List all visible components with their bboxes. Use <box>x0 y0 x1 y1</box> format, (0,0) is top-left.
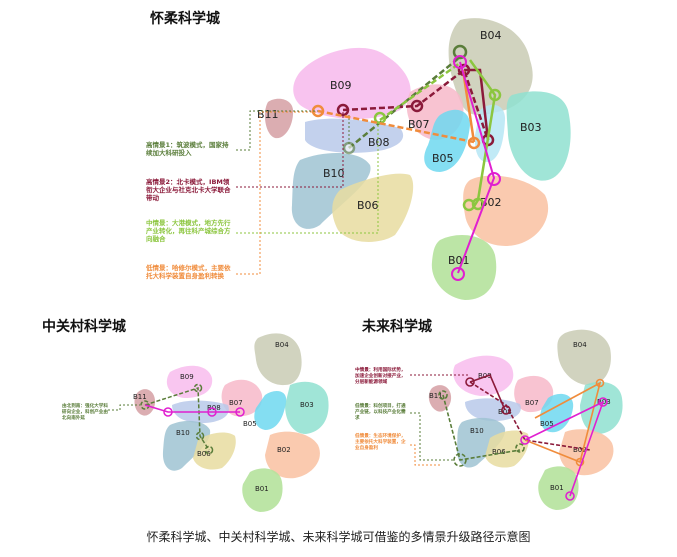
wl-label-b07: B07 <box>525 399 539 407</box>
huairou-note-mid: 中情景：大港模式，地方先行产业转化，再往科产城综合方向融合 <box>146 219 231 243</box>
zgc-zone-b02 <box>265 431 320 479</box>
wl-zone-b07 <box>514 375 554 413</box>
zgc-label-b05: B05 <box>243 420 257 428</box>
zone-b03 <box>506 91 571 181</box>
huairou-title: 怀柔科学城 <box>150 11 220 27</box>
wl-label-b06: B06 <box>492 448 506 456</box>
zgc-label-b01: B01 <box>255 485 269 493</box>
zgc-zone-b05 <box>254 390 287 430</box>
zgc-label-b03: B03 <box>300 401 314 409</box>
wl-zone-b10 <box>456 417 506 468</box>
label-b05: B05 <box>432 152 454 165</box>
wl-label-b03: B03 <box>597 398 611 406</box>
wl-zone-b04 <box>557 329 611 386</box>
zgc-path-magenta <box>144 404 245 417</box>
zgc-zone-b09 <box>166 365 213 398</box>
zgc-label-b07: B07 <box>229 399 243 407</box>
zone-b04 <box>448 18 533 115</box>
label-b01: B01 <box>448 254 470 267</box>
zgc-zone-b03 <box>285 381 329 434</box>
zgc-leader-line <box>108 404 140 411</box>
path-dark-green <box>342 44 468 155</box>
wl-label-b08: B08 <box>498 408 512 416</box>
leader-lines <box>236 110 379 275</box>
zhongguancun-map: B04 B09 B11 B08 B07 B03 B05 B10 B06 B02 … <box>108 333 329 512</box>
label-b10: B10 <box>323 167 345 180</box>
wl-label-b02: B02 <box>573 446 587 454</box>
wl-label-b05: B05 <box>540 420 554 428</box>
label-b09: B09 <box>330 79 352 92</box>
wl-label-b11: B11 <box>429 392 443 400</box>
label-b07: B07 <box>408 118 430 131</box>
path-magenta <box>451 55 501 281</box>
wl-zone-b02 <box>559 429 614 476</box>
huairou-map: B04 B09 B11 B08 B07 B03 B05 B10 B06 B02 … <box>236 18 571 300</box>
wl-label-b10: B10 <box>470 427 484 435</box>
figure-caption: 怀柔科学城、中关村科学城、未来科学城可借鉴的多情景升级路径示意图 <box>146 530 531 544</box>
weilai-title: 未来科学城 <box>362 319 432 335</box>
label-b04: B04 <box>480 29 502 42</box>
zone-b10 <box>291 153 371 229</box>
zgc-label-b09: B09 <box>180 373 194 381</box>
huairou-note-high1: 高情景1：筑波模式，国家持续加大科研投入 <box>146 141 229 157</box>
zgc-zone-b07 <box>221 379 263 417</box>
path-crimson <box>336 63 495 147</box>
zgc-label-b04: B04 <box>275 341 289 349</box>
wl-path-crimson <box>465 373 591 451</box>
label-b03: B03 <box>520 121 542 134</box>
wl-path-orange <box>524 378 605 467</box>
wl-label-b04: B04 <box>573 341 587 349</box>
wl-label-b01: B01 <box>550 484 564 492</box>
label-b06: B06 <box>357 199 379 212</box>
zgc-zone-b01 <box>242 468 283 512</box>
weilai-note-mid: 中情景：利用国际优势，加速企业创新对接产业，分层新能源领域 <box>355 368 406 385</box>
wl-zone-b06 <box>485 430 529 468</box>
zone-b06 <box>332 173 414 242</box>
zgc-note: 由北到南：强化大学科研向企业，科创产业由北向南外延 <box>62 404 108 421</box>
huairou-note-high2: 高情景2：北卡模式，IBM领衔大企业与社克北卡大学联合带动 <box>146 178 231 202</box>
weilai-note-low1: 低情景：科创项目，打通产业链，以科技产业化需求 <box>355 404 406 421</box>
wl-path-green <box>438 390 525 467</box>
path-light-green <box>373 59 502 212</box>
zone-b08 <box>305 118 404 153</box>
wl-zone-b05 <box>540 393 574 433</box>
zgc-label-b06: B06 <box>197 450 211 458</box>
wl-path-magenta <box>520 397 608 501</box>
label-b11: B11 <box>257 108 279 121</box>
huairou-note-low: 低情景：哈修尔模式，主要依托大科学装置自身盈利转换 <box>146 264 231 280</box>
wl-leader-lines <box>410 374 470 466</box>
zone-b11 <box>264 98 294 139</box>
wl-zone-b08 <box>465 398 521 422</box>
zone-b09 <box>293 47 411 120</box>
label-b08: B08 <box>368 136 390 149</box>
zgc-zone-b04 <box>254 333 302 386</box>
zhongguancun-title: 中关村科学城 <box>42 319 126 335</box>
zone-b01 <box>431 235 497 300</box>
zone-b05 <box>424 109 470 172</box>
zone-b02 <box>463 175 549 246</box>
zgc-label-b11: B11 <box>133 393 147 401</box>
weilai-note-low2: 低情景：生态环境保护，主要依托大科学装置，企业自身盈利 <box>355 434 406 451</box>
zgc-zone-b11 <box>134 389 156 416</box>
zgc-label-b02: B02 <box>277 446 291 454</box>
zgc-label-b10: B10 <box>176 429 190 437</box>
weilai-map: B04 B09 B11 B08 B07 B03 B05 B10 B06 B02 … <box>410 329 623 510</box>
